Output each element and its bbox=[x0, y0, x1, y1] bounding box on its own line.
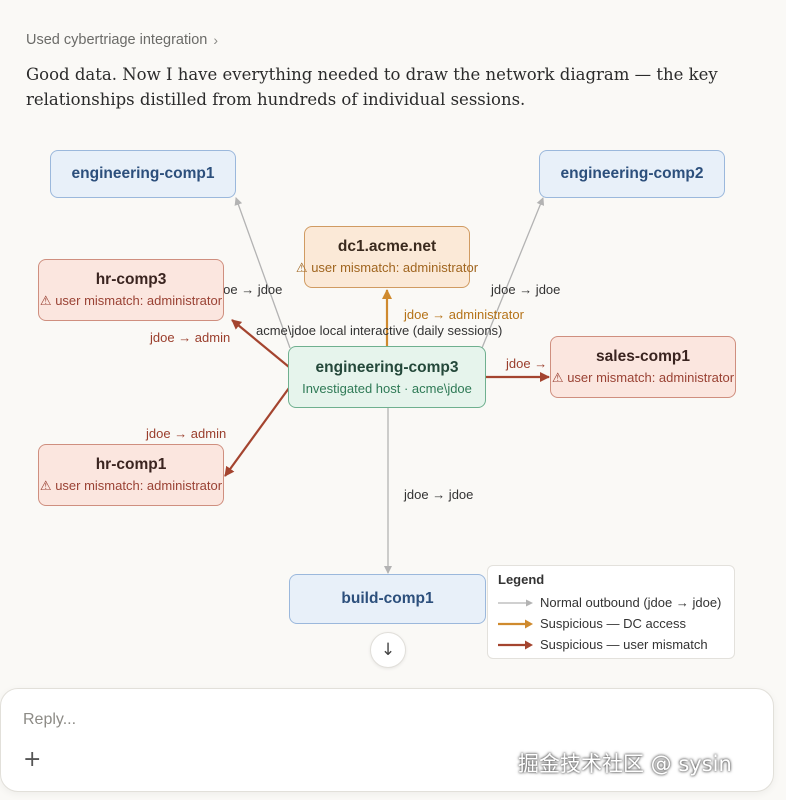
edge-to-engineering-comp2 bbox=[481, 197, 545, 349]
edge-label-hr3: jdoe → admin bbox=[149, 330, 230, 345]
tool-usage-link[interactable]: Used cybertriage integration › bbox=[26, 32, 218, 48]
dc-arrow-icon bbox=[498, 619, 533, 628]
node-warning: ⚠ user mismatch: administrator bbox=[551, 370, 735, 385]
legend: Legend Normal outbound (jdoe → jdoe) Sus… bbox=[487, 565, 735, 659]
legend-item-mismatch: Suspicious — user mismatch bbox=[498, 634, 724, 655]
node-title: engineering-comp3 bbox=[315, 358, 459, 376]
edge-label-eng2: jdoe → jdoe bbox=[490, 282, 560, 297]
legend-label: Suspicious — user mismatch bbox=[540, 637, 708, 652]
node-engineering-comp2: engineering-comp2 bbox=[539, 150, 725, 198]
legend-label: Suspicious — DC access bbox=[540, 616, 686, 631]
chevron-right-icon: › bbox=[213, 32, 219, 48]
legend-item-normal: Normal outbound (jdoe → jdoe) bbox=[498, 592, 724, 613]
edge-to-engineering-comp1 bbox=[234, 197, 291, 349]
edges-layer: jdoe → jdoe jdoe → jdoe jdoe → administr… bbox=[145, 197, 586, 574]
assistant-message: Good data. Now I have everything needed … bbox=[26, 65, 718, 109]
node-warning: ⚠ user mismatch: administrator bbox=[295, 260, 479, 275]
node-title: engineering-comp1 bbox=[71, 165, 215, 182]
node-title: engineering-comp2 bbox=[560, 165, 704, 182]
node-engineering-comp3: engineering-comp3 Investigated host · ac… bbox=[288, 346, 486, 408]
normal-arrow-icon bbox=[498, 599, 533, 606]
node-hr-comp1: hr-comp1 ⚠ user mismatch: administrator bbox=[38, 444, 224, 506]
arrow-down-icon: ↓ bbox=[380, 640, 396, 660]
node-engineering-comp1: engineering-comp1 bbox=[50, 150, 236, 198]
watermark: 掘金技术社区 @ sysin bbox=[518, 752, 732, 776]
legend-title: Legend bbox=[498, 572, 545, 587]
network-diagram: jdoe → jdoe jdoe → jdoe jdoe → administr… bbox=[0, 140, 786, 660]
reply-composer[interactable]: Reply... + bbox=[0, 688, 774, 792]
node-title: dc1.acme.net bbox=[337, 238, 437, 255]
node-build-comp1: build-comp1 bbox=[289, 574, 486, 624]
edge-label-build1: jdoe → jdoe bbox=[403, 487, 473, 502]
scroll-down-button[interactable]: ↓ bbox=[370, 632, 406, 668]
node-title: hr-comp3 bbox=[95, 271, 167, 288]
edge-to-hr-comp3 bbox=[231, 319, 290, 368]
edge-label-hr1: jdoe → admin bbox=[145, 426, 226, 441]
legend-label: Normal outbound (jdoe → jdoe) bbox=[540, 595, 722, 610]
reply-input[interactable]: Reply... bbox=[23, 711, 77, 728]
tool-usage-label: Used cybertriage integration bbox=[26, 32, 208, 48]
node-hr-comp3: hr-comp3 ⚠ user mismatch: administrator bbox=[38, 259, 224, 321]
node-title: hr-comp1 bbox=[95, 456, 167, 473]
node-dc1: dc1.acme.net ⚠ user mismatch: administra… bbox=[296, 226, 478, 288]
node-title: build-comp1 bbox=[341, 590, 434, 607]
node-sales-comp1: sales-comp1 ⚠ user mismatch: administrat… bbox=[550, 336, 736, 398]
legend-item-dc: Suspicious — DC access bbox=[498, 613, 724, 634]
mismatch-arrow-icon bbox=[498, 640, 533, 649]
node-subtitle: Investigated host · acme\jdoe bbox=[302, 380, 472, 396]
node-title: sales-comp1 bbox=[596, 348, 690, 365]
plus-icon[interactable]: + bbox=[23, 747, 42, 772]
node-warning: ⚠ user mismatch: administrator bbox=[39, 293, 223, 308]
node-warning: ⚠ user mismatch: administrator bbox=[39, 478, 223, 493]
edge-to-hr-comp1 bbox=[224, 387, 290, 477]
edge-label-local: acme\jdoe local interactive (daily sessi… bbox=[256, 323, 502, 338]
edge-label-dc1: jdoe → administrator bbox=[403, 307, 525, 322]
edge-label-eng1: jdoe → jdoe bbox=[212, 282, 282, 297]
